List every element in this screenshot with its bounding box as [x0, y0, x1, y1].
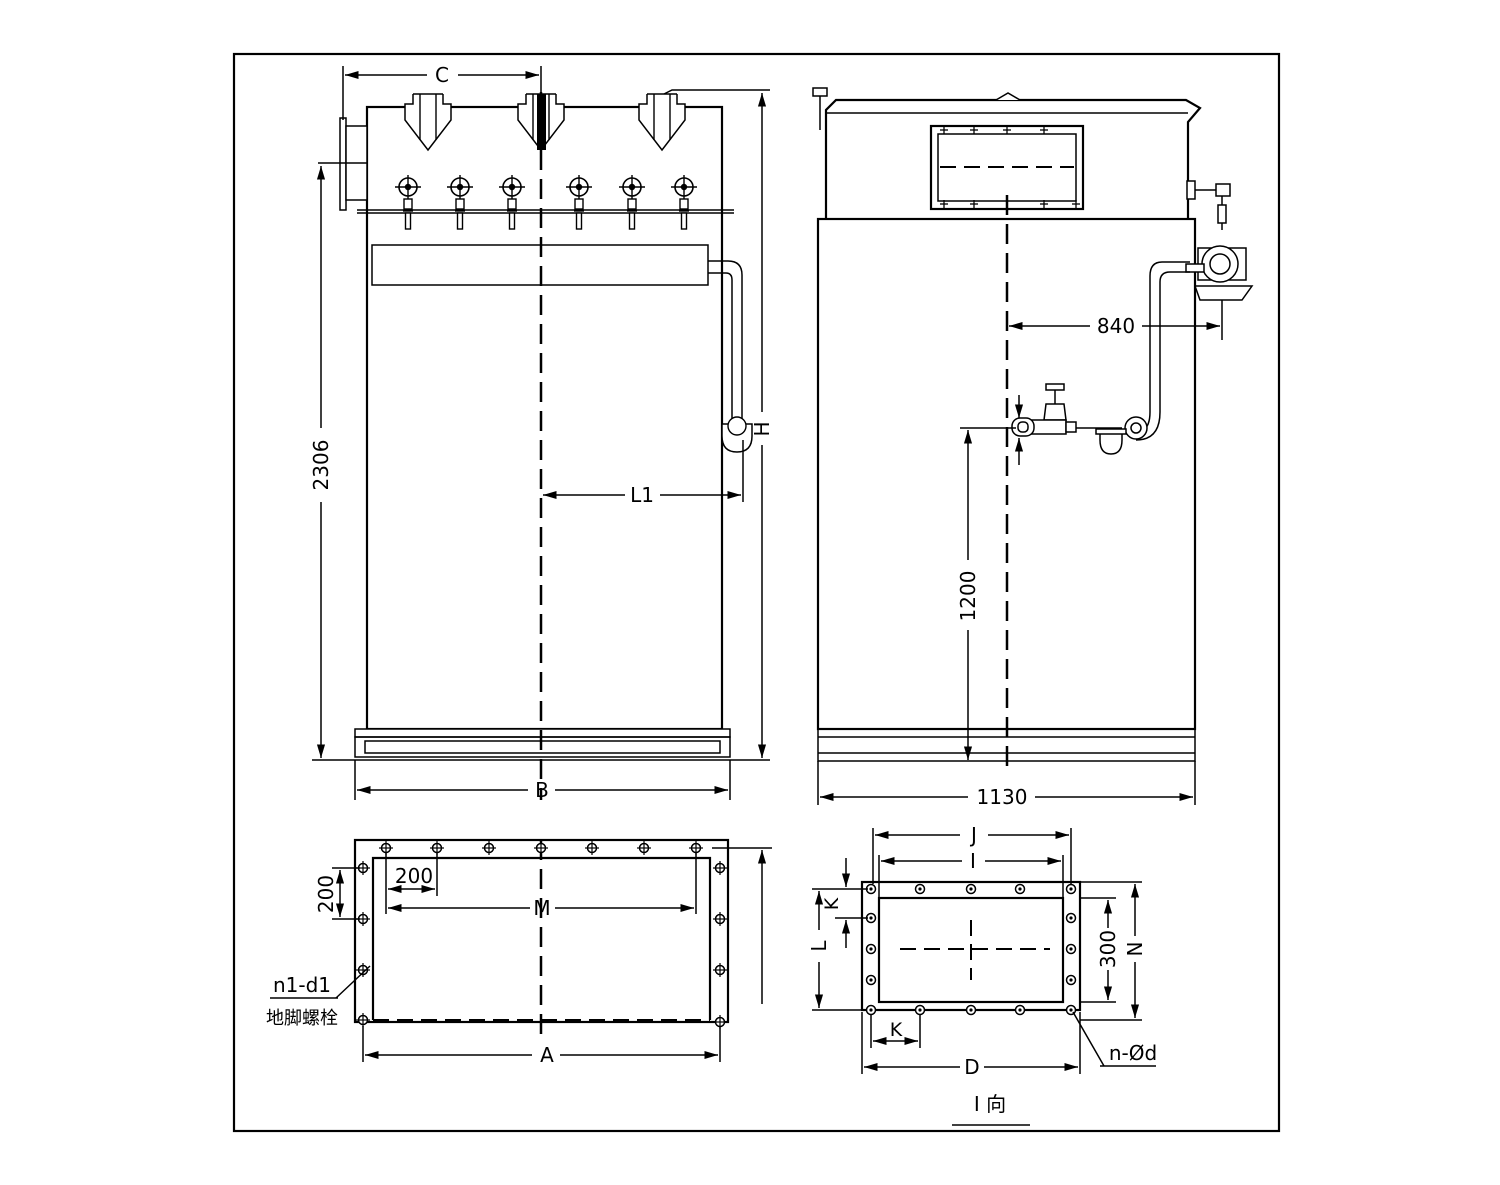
dim-label-c: C [435, 63, 449, 87]
side-pipe-loop [1149, 261, 1190, 412]
front-view: C H 2306 L1 B [309, 63, 774, 802]
flange-view-i: J I K L K 300 N [807, 823, 1157, 1126]
front-valve-3 [498, 174, 526, 230]
drawing-frame [232, 52, 1281, 1133]
dim-label-n: N [1123, 942, 1147, 957]
dim-label-l1: L1 [630, 483, 654, 507]
dim-label-d: D [964, 1055, 979, 1079]
flange-inner [877, 896, 1065, 1004]
side-view: 840 1200 1130 [812, 87, 1254, 809]
front-valve-5 [618, 174, 646, 230]
side-lower-valve [1029, 383, 1148, 455]
dim-label-k-horizontal: K [890, 1019, 903, 1041]
front-valve-2 [446, 174, 474, 230]
front-drain-pipe [708, 260, 743, 420]
dim-label-840: 840 [1097, 314, 1135, 338]
side-motor-assembly [1185, 180, 1254, 301]
front-body [365, 105, 724, 731]
dim-label-300: 300 [1096, 930, 1120, 968]
side-top-housing [824, 98, 1202, 219]
front-inlet-flange [339, 117, 347, 211]
front-hopper-1 [404, 93, 452, 151]
front-valve-6 [670, 174, 698, 230]
dim-label-b: B [535, 778, 549, 802]
bolt-caption: 地脚螺栓 [266, 1008, 338, 1029]
bolt-spec-label: n1-d1 [273, 973, 331, 997]
front-base-top [354, 728, 731, 738]
dim-label-200-vertical: 200 [314, 875, 338, 913]
side-left-fitting [1011, 417, 1035, 437]
dim-label-1200: 1200 [956, 571, 980, 622]
view-caption: I 向 [974, 1092, 1006, 1116]
dim-label-m: M [533, 896, 550, 920]
base-plan-view: 200 200 M A n1-d1 地脚螺栓 [266, 838, 772, 1067]
dim-label-200-horizontal: 200 [395, 864, 433, 888]
dim-label-k-vertical: K [821, 897, 843, 910]
front-valve-1 [394, 174, 422, 230]
dim-label-a: A [540, 1043, 554, 1067]
hole-spec-label: n-Ød [1109, 1041, 1157, 1065]
dim-label-2306: 2306 [309, 440, 333, 491]
dim-label-j: J [969, 823, 977, 847]
front-valve-4 [565, 174, 593, 230]
front-base-frame [354, 736, 731, 758]
dim-label-1130: 1130 [977, 785, 1028, 809]
front-hopper-3 [638, 89, 770, 151]
dim-label-l: L [807, 940, 831, 952]
dim-label-i: I [970, 849, 976, 873]
dim-label-h: H [750, 421, 774, 436]
